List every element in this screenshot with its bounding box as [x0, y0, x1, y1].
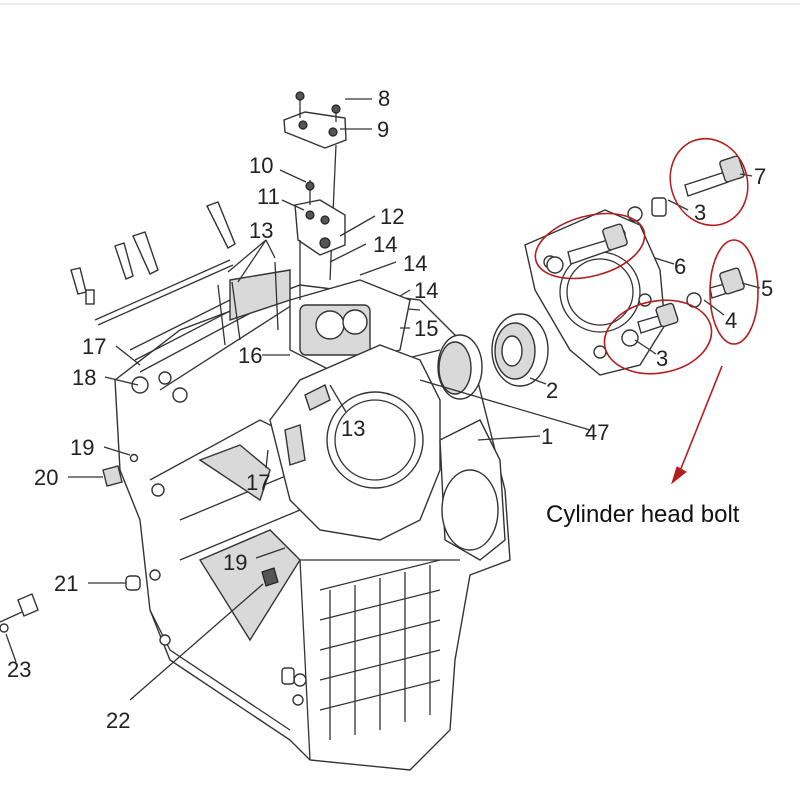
callout-12: 12 [380, 204, 404, 229]
seal-ring [437, 334, 483, 400]
callout-3-lower: 3 [656, 346, 668, 371]
oil-seal [491, 313, 549, 387]
left-bolts [70, 201, 279, 346]
top-bracket-assembly [283, 91, 347, 281]
highlight-ellipse-bolt-6 [534, 212, 646, 280]
callout-17-center: 17 [246, 470, 270, 495]
crankcase-bottom-grid [319, 559, 441, 740]
highlight-ellipse-bolt-3 [603, 299, 713, 375]
callout-15: 15 [414, 316, 438, 341]
callout-9: 9 [377, 117, 389, 142]
small-parts [0, 453, 295, 685]
callout-18: 18 [72, 365, 96, 390]
callout-47: 47 [585, 420, 609, 445]
callout-21: 21 [54, 571, 78, 596]
callout-17-left: 17 [82, 334, 106, 359]
callout-16: 16 [238, 343, 262, 368]
annotation-arrowhead [671, 466, 687, 485]
callout-19-lower: 19 [223, 550, 247, 575]
callout-11: 11 [257, 184, 280, 209]
callout-10: 10 [249, 153, 273, 178]
annotation-arrow-line [677, 365, 723, 477]
callout-2: 2 [546, 378, 558, 403]
callout-13-center: 13 [341, 416, 365, 441]
callout-1: 1 [541, 424, 553, 449]
callout-13-top: 13 [249, 218, 273, 243]
callout-20: 20 [34, 465, 58, 490]
head-bolt-5 [686, 267, 745, 308]
callout-14-upper: 14 [373, 232, 397, 257]
crankcase-body [114, 269, 511, 771]
callout-7: 7 [754, 164, 766, 189]
head-bolt-6 [546, 223, 628, 274]
callout-labels: 8 9 10 11 12 13 14 14 14 15 16 17 18 13 … [7, 86, 773, 733]
callout-23: 23 [7, 657, 31, 682]
callout-14-lower: 14 [414, 278, 438, 303]
callout-14-middle: 14 [403, 251, 427, 276]
mount-bracket [294, 180, 346, 300]
callout-3-upper: 3 [694, 200, 706, 225]
head-bolt-7 [627, 155, 745, 222]
leader-lines [5, 98, 761, 701]
highlight-ellipse-bolt-5 [709, 239, 759, 345]
highlight-marks [534, 137, 759, 485]
highlight-ellipse-bolt-7 [669, 137, 749, 227]
callout-4: 4 [725, 308, 737, 333]
callout-6: 6 [674, 254, 686, 279]
callout-19-left: 19 [70, 435, 94, 460]
head-bolt-3-lower [621, 302, 679, 347]
cylinder-head-bolt-annotation: Cylinder head bolt [546, 501, 740, 528]
callout-5: 5 [761, 276, 773, 301]
callout-8: 8 [378, 86, 390, 111]
callout-22: 22 [106, 708, 130, 733]
